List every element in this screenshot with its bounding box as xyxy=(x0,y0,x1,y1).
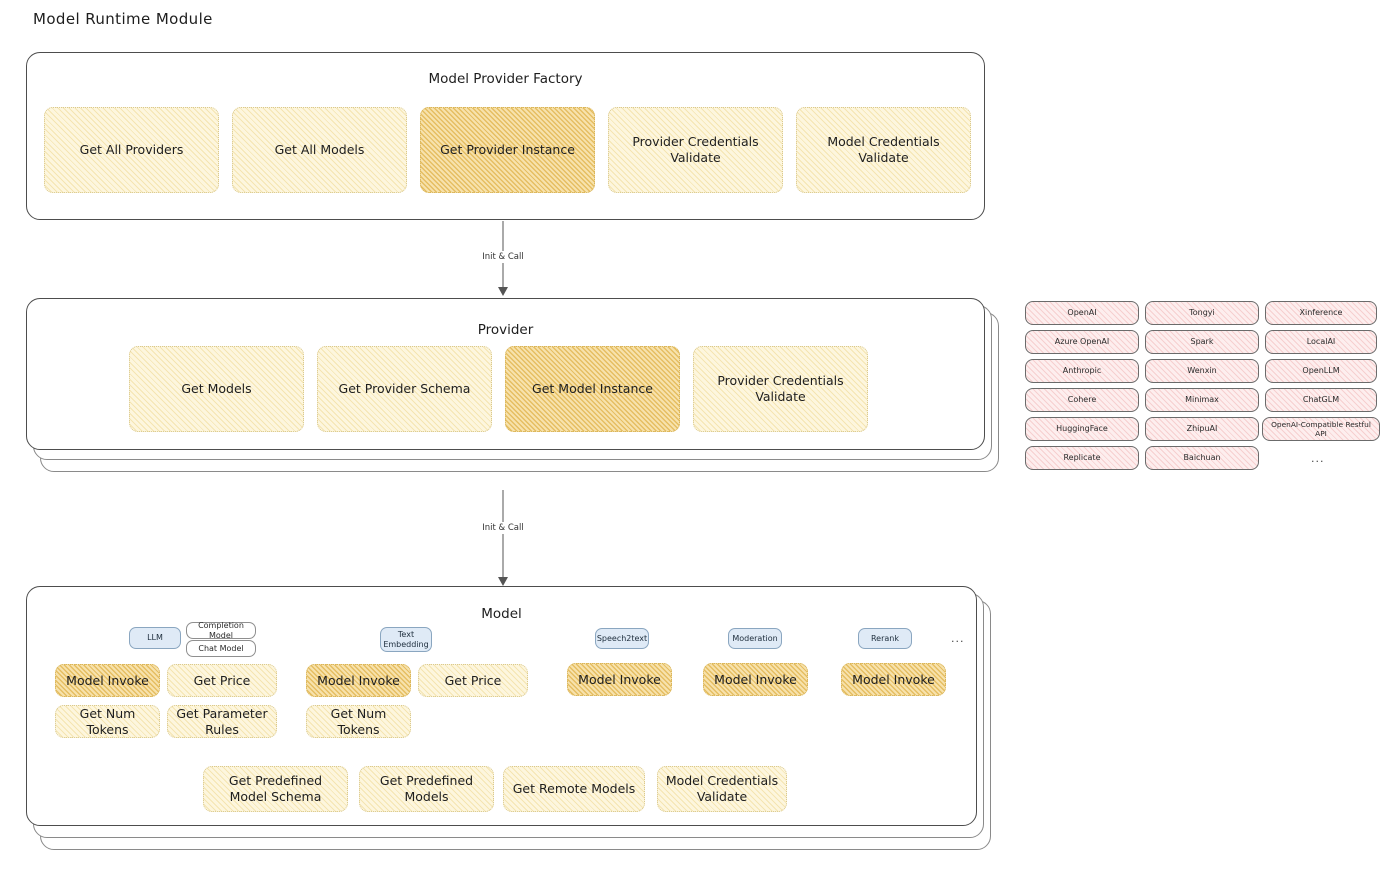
provider-tag-ellipsis: ... xyxy=(1311,452,1325,465)
connector-provider-to-model: Init & Call xyxy=(473,490,533,586)
provider-tag-openai-compatible-restful-api[interactable]: OpenAI-Compatible Restful API xyxy=(1262,417,1380,441)
model-type-badge-speech2text[interactable]: Speech2text xyxy=(595,628,649,649)
model-type-badge-rerank[interactable]: Rerank xyxy=(858,628,912,649)
llm-op-get-parameter-rules[interactable]: Get Parameter Rules xyxy=(167,705,277,738)
arrow-head-icon xyxy=(498,577,508,586)
model-subtype-badge-completion-model[interactable]: Completion Model xyxy=(186,621,256,640)
model-subtype-badge-chat-model[interactable]: Chat Model xyxy=(186,640,256,657)
provider-tag-minimax[interactable]: Minimax xyxy=(1145,388,1259,412)
connector-label: Init & Call xyxy=(478,251,528,263)
connector-line xyxy=(502,490,504,585)
factory-node-provider-credentials-validate[interactable]: Provider Credentials Validate xyxy=(608,107,783,193)
provider-tag-huggingface[interactable]: HuggingFace xyxy=(1025,417,1139,441)
text-embedding-op-get-price[interactable]: Get Price xyxy=(418,664,528,697)
model-common-op-get-predefined-models[interactable]: Get Predefined Models xyxy=(359,766,494,812)
speech2text-op-model-invoke[interactable]: Model Invoke xyxy=(567,663,672,696)
provider-tag-xinference[interactable]: Xinference xyxy=(1265,301,1377,325)
model-type-badge-text-embedding[interactable]: Text Embedding xyxy=(380,627,432,652)
provider-title: Provider xyxy=(477,322,534,338)
provider-node-get-provider-schema[interactable]: Get Provider Schema xyxy=(317,346,492,432)
factory-node-get-all-providers[interactable]: Get All Providers xyxy=(44,107,219,193)
rerank-op-model-invoke[interactable]: Model Invoke xyxy=(841,663,946,696)
model-type-badge-moderation[interactable]: Moderation xyxy=(728,628,782,649)
connector-label: Init & Call xyxy=(478,522,528,534)
provider-tag-replicate[interactable]: Replicate xyxy=(1025,446,1139,470)
arrow-head-icon xyxy=(498,287,508,296)
factory-node-get-all-models[interactable]: Get All Models xyxy=(232,107,407,193)
provider-tag-localai[interactable]: LocalAI xyxy=(1265,330,1377,354)
provider-tag-baichuan[interactable]: Baichuan xyxy=(1145,446,1259,470)
provider-tag-tongyi[interactable]: Tongyi xyxy=(1145,301,1259,325)
provider-tag-wenxin[interactable]: Wenxin xyxy=(1145,359,1259,383)
model-title: Model xyxy=(481,606,522,622)
text-embedding-op-model-invoke[interactable]: Model Invoke xyxy=(306,664,411,697)
provider-tag-openai[interactable]: OpenAI xyxy=(1025,301,1139,325)
provider-tag-cohere[interactable]: Cohere xyxy=(1025,388,1139,412)
page-title: Model Runtime Module xyxy=(33,10,213,28)
provider-node-get-model-instance[interactable]: Get Model Instance xyxy=(505,346,680,432)
factory-node-get-provider-instance[interactable]: Get Provider Instance xyxy=(420,107,595,193)
model-provider-factory-title: Model Provider Factory xyxy=(428,71,583,87)
model-types-ellipsis: ... xyxy=(951,632,965,645)
provider-tag-openllm[interactable]: OpenLLM xyxy=(1265,359,1377,383)
model-common-op-get-predefined-model-schema[interactable]: Get Predefined Model Schema xyxy=(203,766,348,812)
provider-node-get-models[interactable]: Get Models xyxy=(129,346,304,432)
provider-tag-chatglm[interactable]: ChatGLM xyxy=(1265,388,1377,412)
provider-tag-azure-openai[interactable]: Azure OpenAI xyxy=(1025,330,1139,354)
model-common-op-get-remote-models[interactable]: Get Remote Models xyxy=(503,766,645,812)
model-common-op-model-credentials-validate[interactable]: Model Credentials Validate xyxy=(657,766,787,812)
model-panel: Model xyxy=(26,586,977,826)
model-type-badge-llm[interactable]: LLM xyxy=(129,627,181,649)
provider-tag-zhipuai[interactable]: ZhipuAI xyxy=(1145,417,1259,441)
provider-tag-spark[interactable]: Spark xyxy=(1145,330,1259,354)
moderation-op-model-invoke[interactable]: Model Invoke xyxy=(703,663,808,696)
factory-node-model-credentials-validate[interactable]: Model Credentials Validate xyxy=(796,107,971,193)
text-embedding-op-get-num-tokens[interactable]: Get Num Tokens xyxy=(306,705,411,738)
provider-node-provider-credentials-validate[interactable]: Provider Credentials Validate xyxy=(693,346,868,432)
provider-tag-anthropic[interactable]: Anthropic xyxy=(1025,359,1139,383)
connector-factory-to-provider: Init & Call xyxy=(473,221,533,296)
llm-op-get-price[interactable]: Get Price xyxy=(167,664,277,697)
llm-op-model-invoke[interactable]: Model Invoke xyxy=(55,664,160,697)
llm-op-get-num-tokens[interactable]: Get Num Tokens xyxy=(55,705,160,738)
